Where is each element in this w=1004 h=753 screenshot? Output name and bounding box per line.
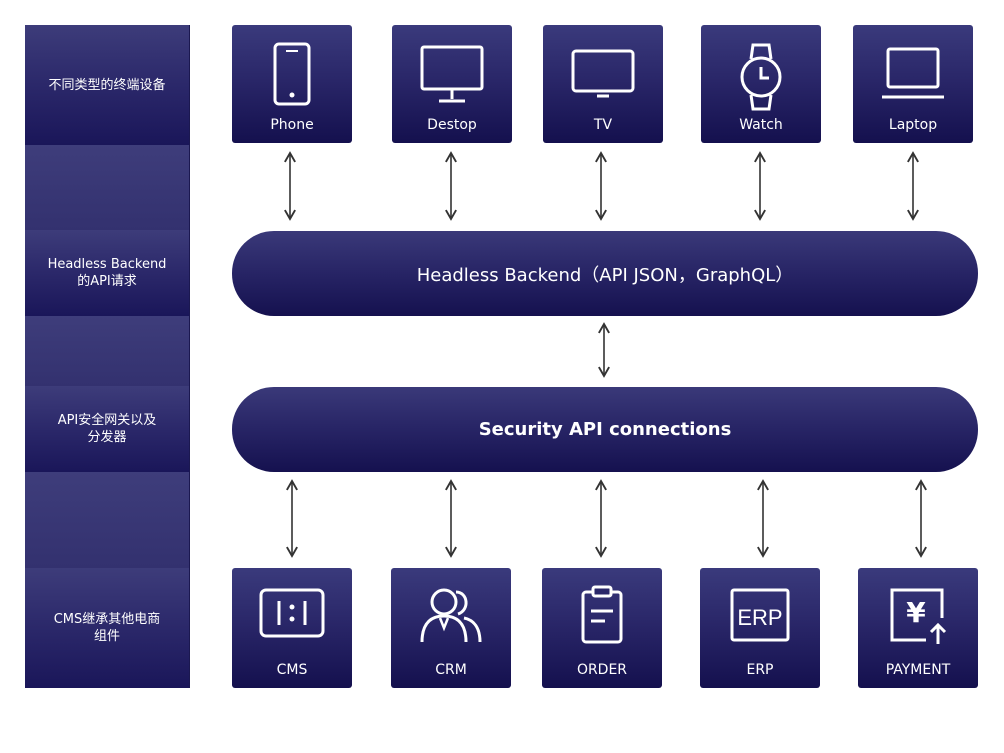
phone-icon — [273, 42, 311, 106]
service-label: ERP — [746, 662, 774, 678]
layer-label-gateway: API安全网关以及 分发器 — [25, 386, 190, 472]
watch-icon — [740, 43, 782, 111]
payment-icon: ¥ — [890, 588, 947, 644]
layer-label-backend: Headless Backend 的API请求 — [25, 230, 190, 316]
service-tile-erp: ERP ERP — [700, 568, 820, 688]
device-tile-laptop: Laptop — [853, 25, 973, 143]
cms-icon — [259, 588, 325, 638]
desktop-icon — [420, 45, 484, 103]
crm-icon — [420, 588, 482, 643]
service-tile-cms: CMS — [232, 568, 352, 688]
device-label: Destop — [427, 117, 477, 133]
erp-icon: ERP — [730, 588, 790, 642]
device-tile-tv: TV — [543, 25, 663, 143]
service-tile-payment: ¥ PAYMENT — [858, 568, 978, 688]
service-label: ORDER — [576, 662, 628, 678]
service-label: CMS — [276, 662, 308, 678]
device-tile-phone: Phone — [232, 25, 352, 143]
service-label: CRM — [435, 662, 467, 678]
security-api-label: Security API connections — [478, 419, 732, 440]
device-label: Watch — [739, 117, 783, 133]
layer-label-text: API安全网关以及 分发器 — [57, 413, 157, 445]
yen-icon-text: ¥ — [906, 596, 926, 629]
laptop-icon — [882, 47, 944, 99]
layer-label-services: CMS继承其他电商 组件 — [25, 568, 190, 688]
service-tile-crm: CRM — [391, 568, 511, 688]
layer-label-text: CMS继承其他电商 组件 — [53, 612, 161, 644]
device-label: TV — [593, 117, 613, 133]
order-icon — [581, 585, 623, 644]
service-label: PAYMENT — [885, 662, 951, 678]
security-api-bar: Security API connections — [232, 387, 978, 472]
device-tile-watch: Watch — [701, 25, 821, 143]
service-tile-order: ORDER — [542, 568, 662, 688]
erp-icon-text: ERP — [737, 605, 782, 630]
layer-label-devices: 不同类型的终端设备 — [25, 25, 190, 145]
layer-spacer — [25, 316, 190, 386]
device-label: Laptop — [888, 117, 938, 133]
layer-label-text: Headless Backend 的API请求 — [47, 257, 167, 289]
headless-backend-bar: Headless Backend（API JSON，GraphQL） — [232, 231, 978, 316]
tv-icon — [571, 49, 635, 98]
layer-spacer — [25, 145, 190, 230]
layer-spacer — [25, 472, 190, 568]
layer-label-text: 不同类型的终端设备 — [48, 77, 166, 93]
device-label: Phone — [270, 117, 314, 133]
headless-backend-label: Headless Backend（API JSON，GraphQL） — [416, 264, 794, 286]
device-tile-desktop: Destop — [392, 25, 512, 143]
